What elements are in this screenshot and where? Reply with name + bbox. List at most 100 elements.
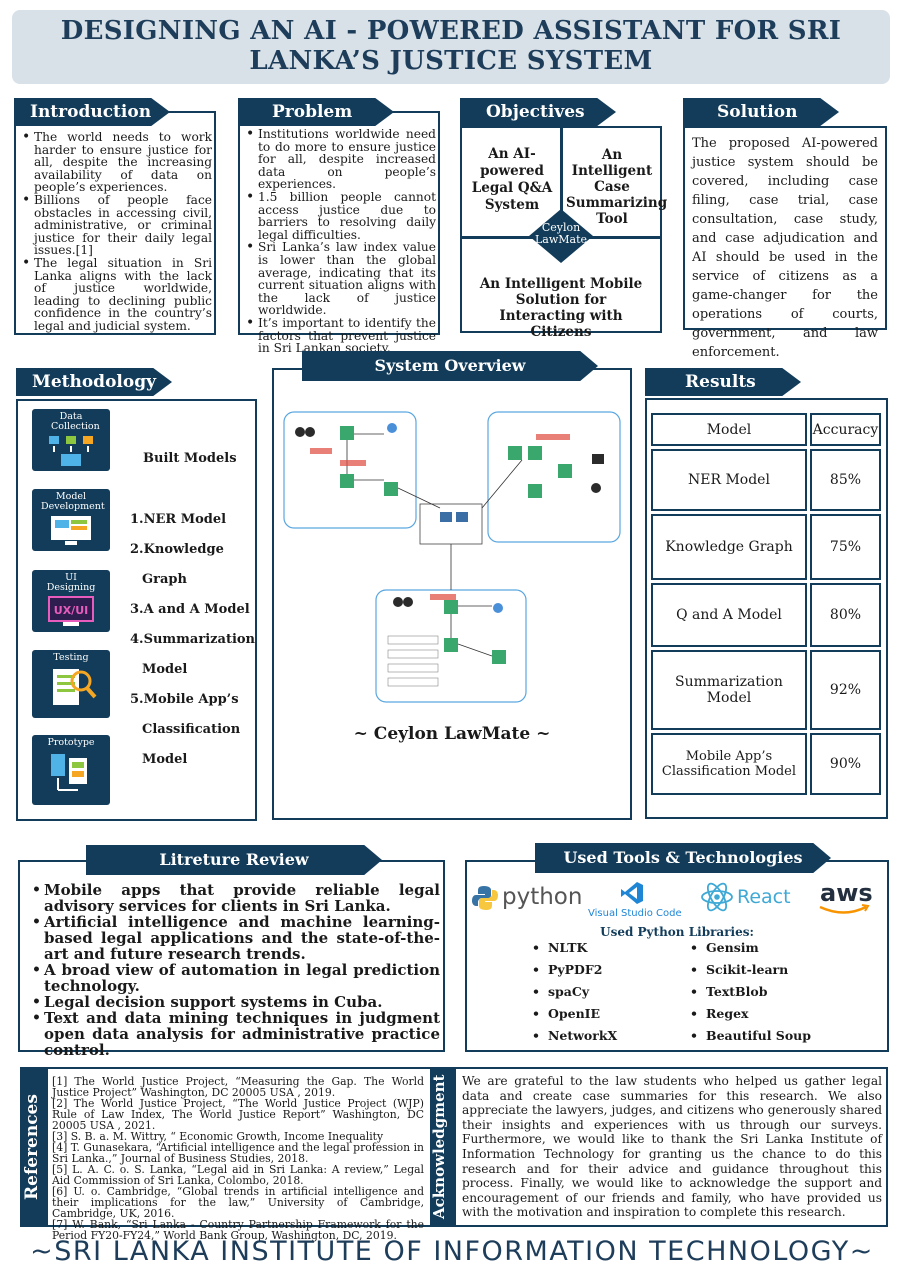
- literature-heading: Litreture Review: [86, 845, 382, 875]
- list-item: 1.NER Model: [130, 512, 227, 527]
- list-item: •Scikit-learn: [690, 962, 789, 977]
- introduction-list: The world needs to work harder to ensure…: [20, 131, 212, 333]
- reference-item: [3] S. B. a. M. Wittry, “ Economic Growt…: [52, 1130, 384, 1143]
- svg-text:UX/UI: UX/UI: [54, 604, 88, 617]
- table-row: Knowledge Graph 75%: [651, 514, 881, 580]
- list-item: 4.Summarization: [130, 632, 256, 647]
- python-logo-text: python: [502, 884, 583, 910]
- table-row: Mobile App’s Classification Model 90%: [651, 733, 881, 795]
- model-cell: Summarization Model: [651, 650, 807, 730]
- list-item: Artificial intelligence and machine lear…: [30, 914, 440, 962]
- built-models-heading: Built Models: [143, 451, 237, 466]
- list-item: Model: [142, 752, 188, 767]
- magnifier-icon: [53, 669, 97, 705]
- testing-card: Testing: [32, 650, 110, 718]
- model-cell: Q and A Model: [651, 583, 807, 647]
- list-item: Billions of people face obstacles in acc…: [20, 194, 212, 257]
- stage-label: Prototype: [47, 737, 95, 748]
- list-item: 3.A and A Model: [130, 602, 250, 617]
- list-item: Institutions worldwide need to do more t…: [244, 128, 436, 191]
- python-logo-icon: [472, 886, 498, 910]
- database-icon: [49, 436, 93, 466]
- libraries-right-column: •Gensim •Scikit-learn •TextBlob •Regex •…: [690, 937, 820, 1047]
- solution-heading: Solution: [683, 98, 839, 126]
- bullet-icon: •: [532, 962, 540, 977]
- stage-label: Data Collection: [51, 411, 100, 432]
- list-item: It’s important to identify the factors t…: [244, 317, 436, 355]
- objective-mobile-solution: An Intelligent Mobile Solution for Inter…: [479, 276, 643, 340]
- list-item: Classification: [142, 722, 241, 737]
- aws-smile-icon: [819, 904, 870, 914]
- objectives-divider-vertical: [560, 128, 563, 240]
- reference-item: [4] T. Gunasekara, “Artificial intellige…: [52, 1141, 424, 1165]
- list-item: •TextBlob: [690, 984, 768, 999]
- prototype-icon: [51, 754, 87, 791]
- solution-text: The proposed AI-powered justice system s…: [692, 136, 878, 360]
- list-item: The legal situation in Sri Lanka aligns …: [20, 257, 212, 333]
- monitor-icon: [51, 516, 91, 545]
- model-cell: Knowledge Graph: [651, 514, 807, 580]
- list-item: 1.5 billion people cannot access justice…: [244, 191, 436, 241]
- reference-item: [7] W. Bank, “Sri Lanka - Country Partne…: [52, 1218, 424, 1242]
- column-header: Model: [651, 413, 807, 446]
- bullet-icon: •: [690, 1006, 698, 1021]
- objective-qa-system: An AI-powered Legal Q&A System: [471, 146, 553, 213]
- accuracy-cell: 92%: [809, 650, 881, 730]
- table-header-row: Model Accuracy: [651, 413, 881, 446]
- accuracy-cell: 90%: [809, 733, 881, 795]
- reference-item: [2] The World Justice Project, “The Worl…: [52, 1097, 424, 1132]
- list-item: Sri Lanka’s law index value is lower tha…: [244, 241, 436, 317]
- reference-item: [1] The World Justice Project, “Measurin…: [52, 1075, 424, 1099]
- python-libraries-heading: Used Python Libraries:: [600, 925, 754, 939]
- bullet-icon: •: [690, 940, 698, 955]
- bullet-icon: •: [532, 1006, 540, 1021]
- stage-label: Model Development: [41, 491, 105, 512]
- model-development-card: Model Development: [32, 489, 110, 551]
- bullet-icon: •: [532, 1028, 540, 1043]
- list-item: 5.Mobile App’s: [130, 692, 239, 707]
- list-item: •NLTK: [532, 940, 588, 955]
- table-row: NER Model 85%: [651, 449, 881, 511]
- model-cell: Mobile App’s Classification Model: [651, 733, 807, 795]
- list-item: Graph: [142, 572, 187, 587]
- system-overview-heading: System Overview: [302, 351, 598, 381]
- results-heading: Results: [645, 368, 801, 396]
- list-item: •Beautiful Soup: [690, 1028, 811, 1043]
- ceylon-lawmate-label: Ceylon LawMate: [534, 221, 588, 246]
- aws-logo-text: aws: [820, 879, 873, 907]
- results-table-wrap: Model Accuracy NER Model 85% Knowledge G…: [648, 410, 884, 798]
- libraries-left-column: •NLTK •PyPDF2 •spaCy •OpenIE •NetworkX: [532, 937, 652, 1047]
- list-item: 2.Knowledge: [130, 542, 224, 557]
- list-item: •PyPDF2: [532, 962, 603, 977]
- tools-heading: Used Tools & Technologies: [535, 843, 831, 873]
- acknowledgment-heading: Acknowledgment: [430, 1069, 456, 1225]
- objective-summarizing-tool: An Intelligent Case Summarizing Tool: [566, 147, 668, 227]
- list-item: Model: [142, 662, 188, 677]
- stage-label: UI Designing: [46, 572, 96, 593]
- vscode-logo-text: Visual Studio Code: [588, 908, 682, 919]
- react-logo-icon: [701, 882, 733, 912]
- bullet-icon: •: [532, 940, 540, 955]
- stage-label: Testing: [53, 652, 89, 663]
- reference-item: [6] U. o. Cambridge, “Global trends in a…: [52, 1185, 424, 1220]
- bullet-icon: •: [690, 962, 698, 977]
- vscode-logo-icon: [621, 882, 643, 904]
- list-item: The world needs to work harder to ensure…: [20, 131, 212, 194]
- accuracy-cell: 85%: [809, 449, 881, 511]
- title-banner: DESIGNING AN AI - POWERED ASSISTANT FOR …: [12, 10, 890, 84]
- objectives-heading: Objectives: [460, 98, 616, 126]
- list-item: Legal decision support systems in Cuba.: [30, 994, 440, 1010]
- poster-title: DESIGNING AN AI - POWERED ASSISTANT FOR …: [60, 16, 842, 76]
- references-heading: References: [22, 1069, 48, 1225]
- table-row: Q and A Model 80%: [651, 583, 881, 647]
- list-item: Mobile apps that provide reliable legal …: [30, 882, 440, 914]
- list-item: •Regex: [690, 1006, 749, 1021]
- list-item: •spaCy: [532, 984, 590, 999]
- architecture-diagram: [283, 411, 621, 703]
- results-table: Model Accuracy NER Model 85% Knowledge G…: [648, 410, 884, 798]
- list-item: Text and data mining techniques in judgm…: [30, 1010, 440, 1058]
- model-cell: NER Model: [651, 449, 807, 511]
- ui-designing-card: UI Designing UX/UI: [32, 570, 110, 632]
- references-list: [1] The World Justice Project, “Measurin…: [52, 1076, 424, 1241]
- solution-box: [683, 126, 887, 330]
